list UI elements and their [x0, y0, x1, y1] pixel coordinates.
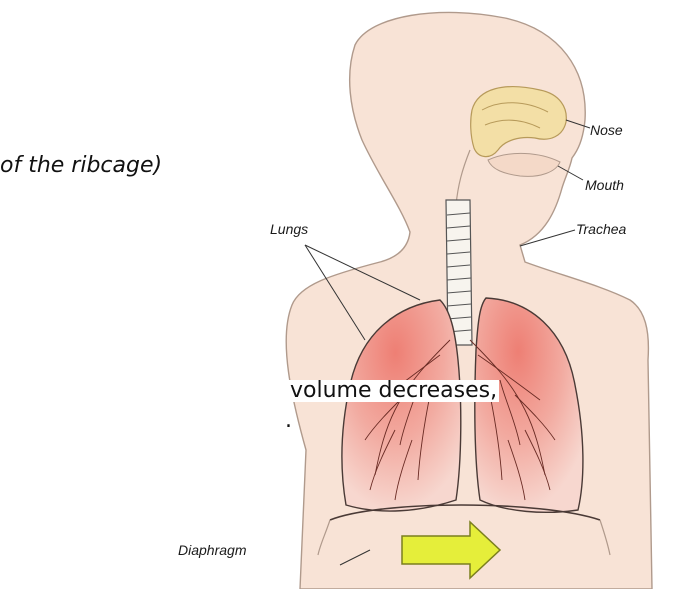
label-trachea: Trachea: [576, 222, 626, 236]
label-lungs: Lungs: [270, 222, 308, 236]
label-diaphragm: Diaphragm: [178, 543, 246, 557]
label-mouth: Mouth: [585, 178, 624, 192]
label-nose: Nose: [590, 123, 623, 137]
slide-text-line-1: of the ribcage): [0, 155, 162, 177]
slide-text-line-2: volume decreases,: [288, 380, 499, 402]
slide-text-line-3: .: [285, 410, 292, 432]
